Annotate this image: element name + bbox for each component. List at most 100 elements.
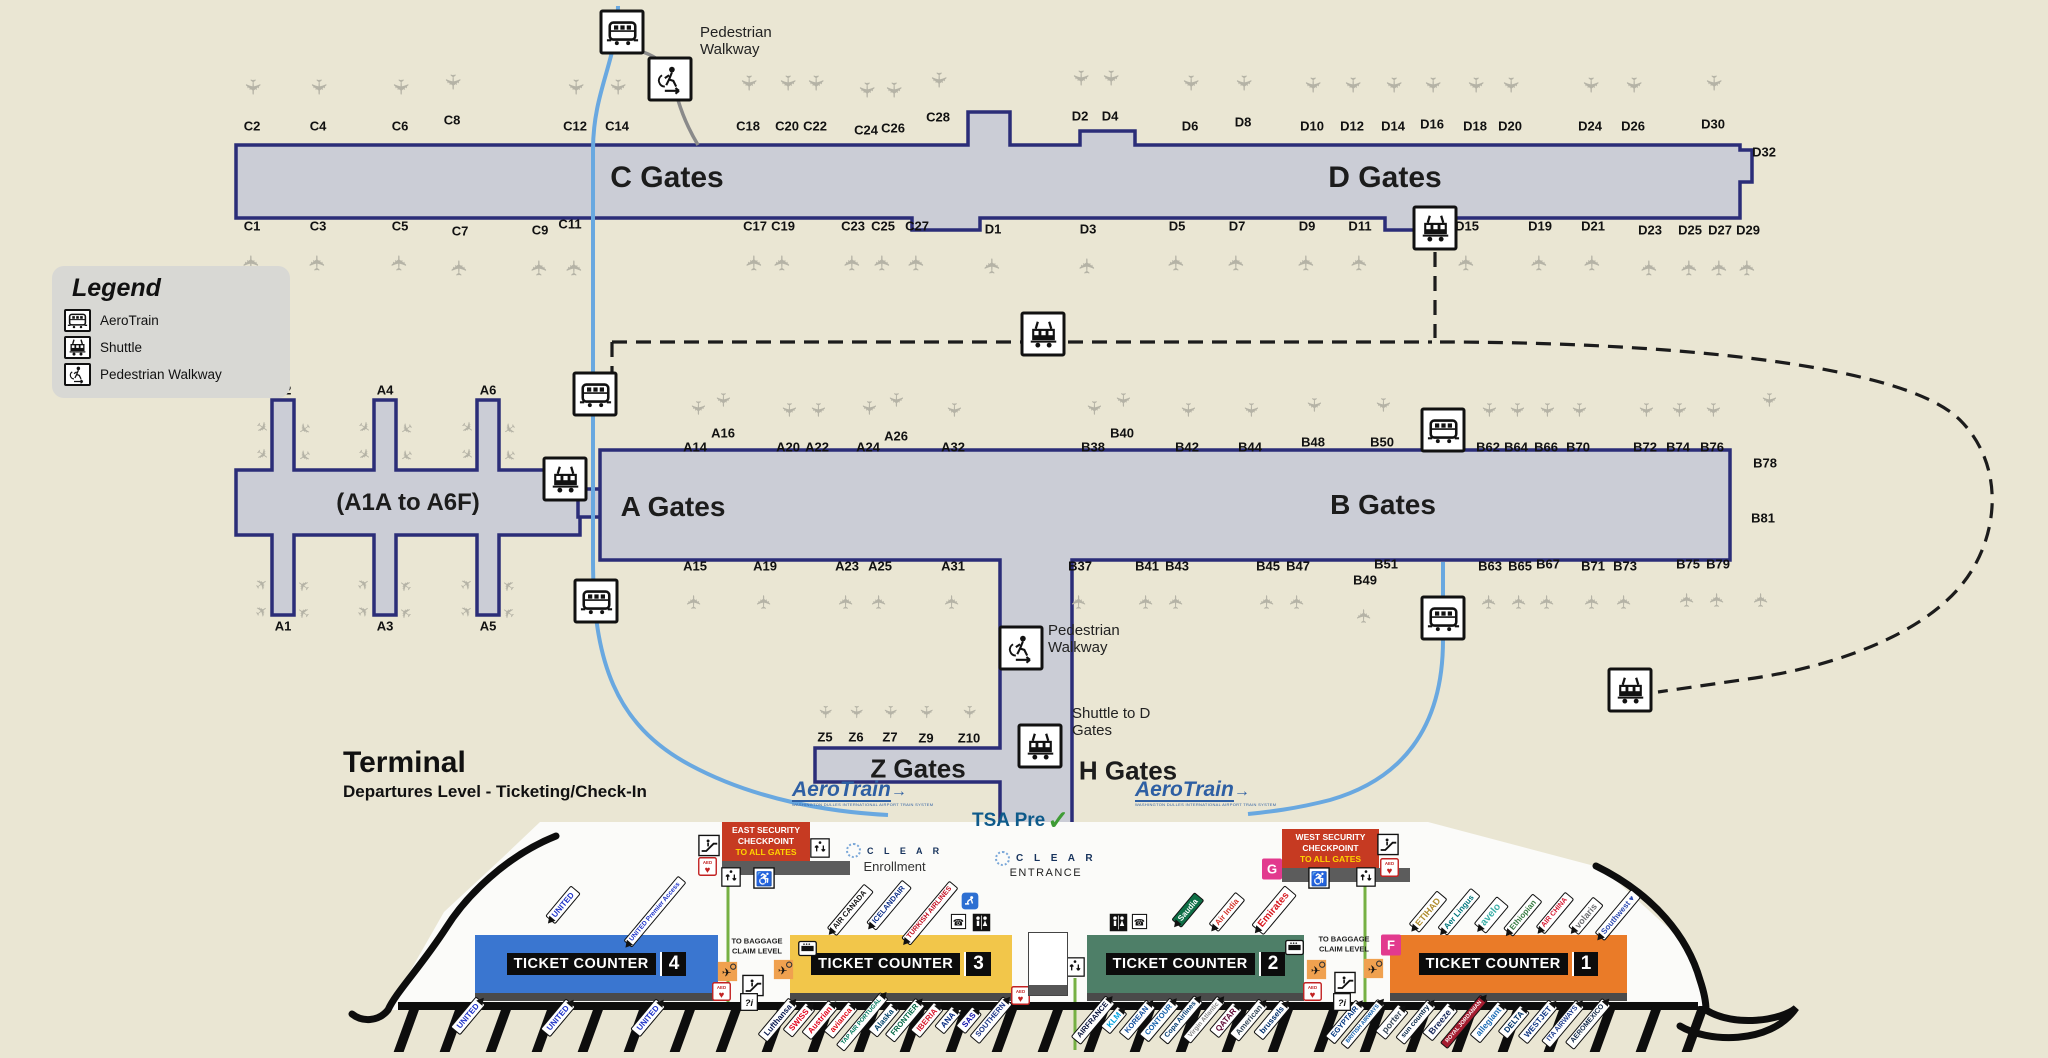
gate-label: B48 (1301, 434, 1325, 450)
plane-icon: ✈ (803, 74, 827, 92)
gate-label: A25 (868, 558, 892, 574)
gate-label: B49 (1353, 572, 1377, 588)
plane-icon: ✈ (240, 78, 264, 96)
gate-label: Z6 (848, 729, 864, 745)
gate-label: C14 (605, 118, 629, 134)
gate-label: Z5 (817, 729, 833, 745)
ticket-counter-label: TICKET COUNTER (506, 953, 656, 975)
checkpoint-line2: CHECKPOINT (1302, 843, 1359, 854)
plane-icon: ✈ (1477, 402, 1499, 418)
gate-label: D15 (1455, 218, 1479, 234)
gate-label: C8 (443, 112, 461, 128)
gate-label: D20 (1498, 118, 1522, 134)
aerotrain-line-east (1247, 562, 1445, 816)
gate-label: D14 (1381, 118, 1405, 134)
concourse-label: D Gates (1328, 161, 1442, 194)
shuttle-to-d-gates-label: Shuttle to D Gates (1072, 705, 1151, 740)
plane-icon: ✈ (1069, 594, 1091, 610)
gate-label: B37 (1068, 558, 1092, 574)
plane-icon: ✈ (1614, 594, 1636, 610)
plane-icon: ✈ (1176, 402, 1198, 418)
gate-label: B70 (1566, 439, 1590, 455)
aerotrain-station-icon (599, 9, 645, 55)
plane-icon: ✈ (846, 704, 866, 720)
gate-label: C18 (736, 118, 760, 134)
gate-label: A6 (479, 382, 497, 398)
gate-label: D19 (1528, 218, 1552, 234)
plane-icon: ✈ (1082, 400, 1104, 416)
gate-label: B38 (1081, 439, 1105, 455)
aerotrain-station-icon (573, 578, 619, 624)
plane-icon: ✈ (836, 594, 858, 610)
wheelchair-assist-icon (753, 867, 775, 889)
plane-icon: ✈ (684, 594, 706, 610)
gate-label: B41 (1135, 558, 1159, 574)
plane-icon: ✈ (1757, 392, 1779, 408)
terminal-subtitle: Departures Level - Ticketing/Check-In (343, 782, 647, 801)
ticket-counter-number: 1 (1571, 952, 1599, 976)
gate-label: D27 (1708, 222, 1732, 238)
gate-label: C24 (854, 122, 878, 138)
gate-label: B75 (1676, 556, 1700, 572)
plane-icon: ✈ (777, 402, 799, 418)
tower-base (1029, 985, 1067, 995)
clear-logo-icon (995, 851, 1010, 866)
flight-connections-icon (772, 958, 794, 980)
gate-label: B62 (1476, 439, 1500, 455)
plane-icon: ✈ (1505, 402, 1527, 418)
pedestrian-walkway-icon (998, 625, 1044, 671)
gate-label: B66 (1534, 439, 1558, 455)
gate-label: B74 (1666, 439, 1690, 455)
aerotrain-icon (64, 309, 91, 332)
counter-base (475, 993, 718, 1001)
gate-label: C25 (871, 218, 895, 234)
gate-label: A16 (711, 425, 735, 441)
plane-icon: ✈ (1455, 254, 1479, 272)
plane-icon: ✈ (1638, 259, 1662, 277)
cd-concourse-shape (234, 110, 1754, 232)
plane-icon: ✈ (306, 254, 330, 272)
gate-label: A19 (753, 558, 777, 574)
aerotrain-subtext: WASHINGTON DULLES INTERNATIONAL AIRPORT … (792, 802, 934, 807)
plane-icon: ✈ (1371, 397, 1393, 413)
plane-icon: ✈ (1165, 254, 1189, 272)
plane-icon: ✈ (1068, 69, 1092, 87)
baggage-scan-icon (1283, 936, 1305, 958)
ab-concourse-shape (598, 448, 1732, 832)
gate-label: A4 (376, 382, 394, 398)
plane-icon: ✈ (871, 254, 895, 272)
gate-label: D30 (1701, 116, 1725, 132)
plane-icon: ✈ (959, 704, 979, 720)
plane-icon: ✈ (736, 74, 760, 92)
gate-label: C6 (391, 118, 409, 134)
gate-label: C22 (803, 118, 827, 134)
concourse-label: B Gates (1330, 489, 1436, 520)
elevator-icon (809, 837, 831, 859)
a-pier-shape (234, 398, 582, 617)
gate-label: A1 (274, 618, 292, 634)
plane-icon: ✈ (854, 81, 878, 99)
gate-label: C7 (451, 223, 469, 239)
gate-label: B63 (1478, 558, 1502, 574)
plane-icon: ✈ (1178, 74, 1202, 92)
plane-icon: ✈ (981, 257, 1005, 275)
plane-icon: ✈ (528, 259, 552, 277)
escalator-icon (1334, 971, 1356, 993)
plane-icon: ✈ (1098, 69, 1122, 87)
plane-icon: ✈ (881, 81, 905, 99)
plane-icon: ✈ (1509, 594, 1531, 610)
aed-icon (696, 855, 718, 877)
gate-label: D29 (1736, 222, 1760, 238)
plane-icon: ✈ (1166, 594, 1188, 610)
plane-icon: ✈ (440, 73, 464, 91)
plane-icon: ✈ (1634, 402, 1656, 418)
plane-icon: ✈ (1348, 254, 1372, 272)
gate-label: A24 (856, 439, 880, 455)
gate-label: B67 (1536, 556, 1560, 572)
plane-icon: ✈ (771, 254, 795, 272)
escalator-icon (1377, 833, 1399, 855)
gate-label: B73 (1613, 558, 1637, 574)
terminal-title-block: Terminal Departures Level - Ticketing/Ch… (343, 746, 647, 802)
gate-label: D8 (1234, 114, 1252, 130)
plane-icon: ✈ (926, 71, 950, 89)
